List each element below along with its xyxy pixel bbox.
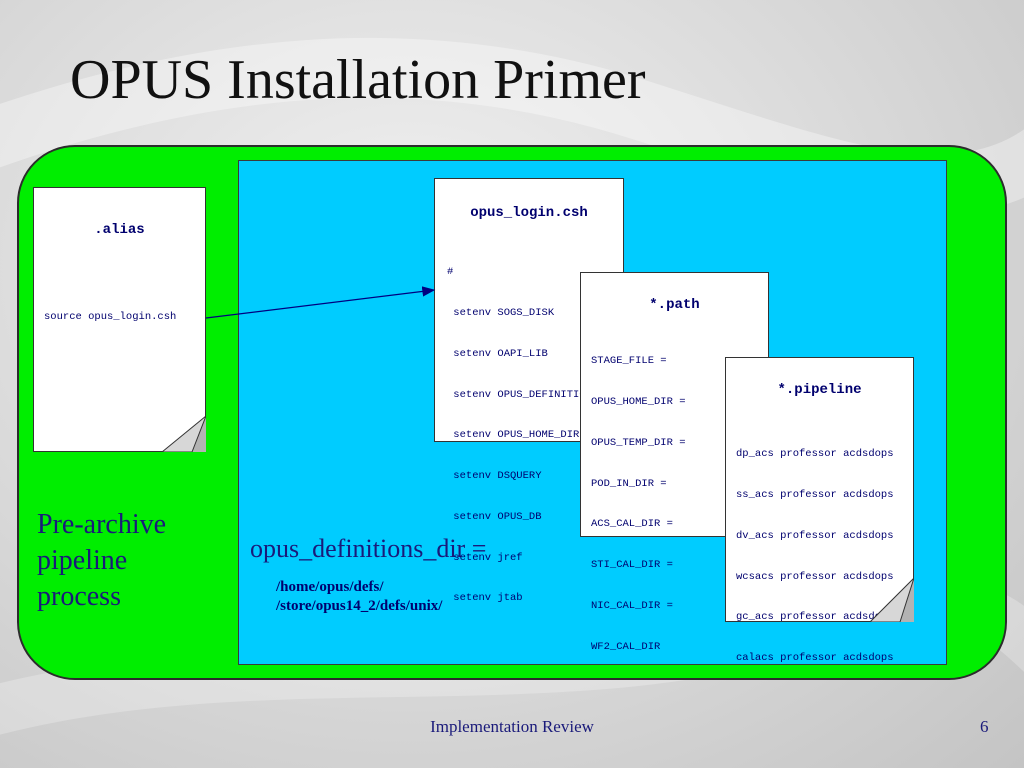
doc-line: dp_acs professor acdsdops: [736, 448, 894, 461]
doc-line: OPUS_TEMP_DIR =: [591, 436, 686, 449]
doc-line: POD_IN_DIR =: [591, 477, 667, 490]
alias-document: .alias source opus_login.csh: [33, 187, 206, 452]
pre-archive-line: pipeline: [37, 545, 128, 576]
doc-line: #: [447, 266, 454, 279]
pipeline-lines: dp_acs professor acdsdops ss_acs profess…: [736, 421, 914, 693]
doc-line: dv_acs professor acdsdops: [736, 529, 894, 542]
doc-line: STAGE_FILE =: [591, 355, 667, 368]
doc-line: NIC_CAL_DIR =: [591, 599, 673, 612]
footer-label: Implementation Review: [430, 717, 594, 736]
alias-title: .alias: [94, 222, 145, 238]
page-number: 6: [980, 717, 989, 736]
doc-line: ACS_CAL_DIR =: [591, 518, 673, 531]
login-lines: # setenv SOGS_DISK setenv OAPI_LIB seten…: [447, 239, 622, 633]
doc-line: wcsacs professor acdsdops: [736, 570, 894, 583]
definitions-dir-label: opus_definitions_dir =: [250, 534, 487, 563]
pipeline-document: *.pipeline dp_acs professor acdsdops ss_…: [725, 357, 914, 664]
path-lines: STAGE_FILE = OPUS_HOME_DIR = OPUS_TEMP_D…: [591, 328, 766, 681]
definitions-paths: /home/opus/defs/ /store/opus14_2/defs/un…: [276, 578, 442, 616]
doc-line: setenv OAPI_LIB: [447, 347, 548, 360]
doc-line: setenv OPUS_DB: [447, 510, 542, 523]
pipeline-title: *.pipeline: [777, 382, 862, 398]
pre-archive-line: Pre-archive: [37, 509, 167, 540]
page-fold-icon: [870, 578, 914, 622]
doc-line: source opus_login.csh: [44, 311, 177, 324]
doc-line: WF2_CAL_DIR: [591, 640, 661, 653]
page-fold-icon: [162, 416, 206, 452]
doc-line: setenv jref: [447, 551, 523, 564]
doc-line: OPUS_HOME_DIR =: [591, 395, 686, 408]
login-title: opus_login.csh: [470, 205, 588, 221]
alias-lines: source opus_login.csh: [44, 284, 204, 352]
doc-line: ss_acs professor acdsdops: [736, 488, 894, 501]
doc-line: STI_CAL_DIR =: [591, 559, 673, 572]
pre-archive-label: Pre-archive pipeline process: [37, 507, 227, 615]
doc-line: calacs professor acdsdops: [736, 652, 894, 665]
doc-line: setenv DSQUERY: [447, 470, 542, 483]
definitions-path: /home/opus/defs/: [276, 579, 384, 595]
doc-line: setenv jtab: [447, 592, 523, 605]
doc-line: setenv SOGS_DISK: [447, 306, 555, 319]
definitions-path: /store/opus14_2/defs/unix/: [276, 598, 443, 614]
pre-archive-line: process: [37, 581, 121, 612]
doc-line: setenv OPUS_HOME_DIR: [447, 429, 580, 442]
slide-title: OPUS Installation Primer: [70, 49, 646, 111]
path-title: *.path: [649, 297, 700, 313]
